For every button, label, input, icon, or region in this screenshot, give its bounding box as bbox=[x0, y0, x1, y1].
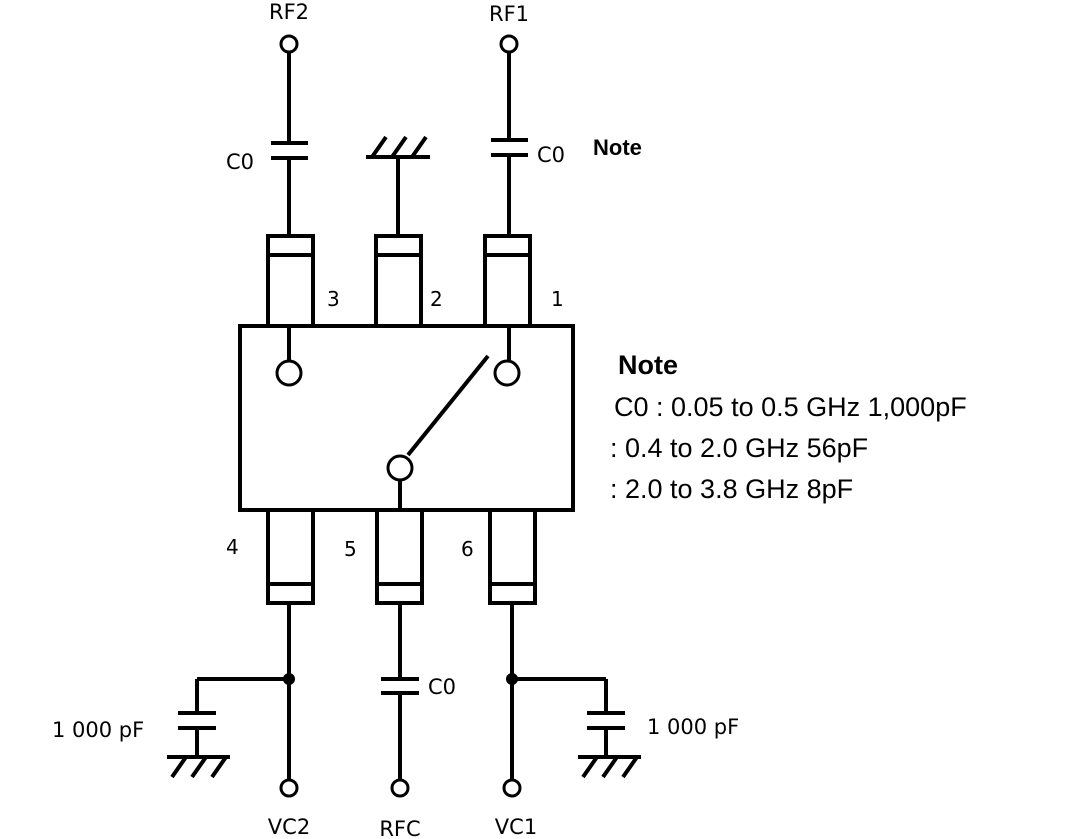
label-c0-rf1: C0 bbox=[537, 143, 565, 167]
switch-contact-rf1 bbox=[493, 359, 521, 387]
terminal-vc1-node bbox=[502, 778, 522, 798]
terminal-rf2-node bbox=[279, 34, 299, 54]
rfc-line: C0 RFC bbox=[379, 603, 456, 839]
switch-common-contact bbox=[386, 454, 414, 482]
switch-arm bbox=[406, 354, 490, 457]
label-c0-rf2: C0 bbox=[226, 150, 254, 174]
switch-contact-rf2 bbox=[275, 359, 303, 387]
pin-label-4: 4 bbox=[226, 535, 239, 559]
pin-3: 3 bbox=[266, 234, 340, 328]
note-line-1: C0 : 0.05 to 0.5 GHz 1,000pF bbox=[614, 392, 967, 422]
pin-label-5: 5 bbox=[344, 537, 357, 561]
terminal-rf1: RF1 bbox=[489, 2, 529, 54]
terminal-vc2-node bbox=[279, 778, 299, 798]
terminal-rf1-node bbox=[499, 34, 519, 54]
pin-2: 2 bbox=[374, 234, 443, 328]
vc1-line: 1 000 pF VC1 bbox=[495, 603, 739, 839]
pin-5: 5 bbox=[344, 508, 424, 605]
pin-label-1: 1 bbox=[551, 287, 564, 311]
label-vc1: VC1 bbox=[495, 815, 537, 839]
vc2-line: 1 000 pF VC2 bbox=[52, 603, 310, 839]
label-c0-rfc: C0 bbox=[428, 675, 456, 699]
pin-label-3: 3 bbox=[327, 287, 340, 311]
label-rf2: RF2 bbox=[269, 0, 309, 24]
note-line-2: : 0.4 to 2.0 GHz 56pF bbox=[610, 433, 868, 463]
rf1-line: C0 Note bbox=[491, 52, 642, 236]
pin-label-6: 6 bbox=[461, 537, 474, 561]
terminal-rfc-node bbox=[390, 778, 410, 798]
label-rfc: RFC bbox=[379, 817, 420, 839]
ground-pin2 bbox=[366, 135, 430, 236]
terminal-rf2: RF2 bbox=[269, 0, 309, 54]
ic-body bbox=[238, 324, 575, 512]
note-tag: Note bbox=[593, 135, 642, 160]
pin-1: 1 bbox=[483, 234, 564, 328]
note-line-3: : 2.0 to 3.8 GHz 8pF bbox=[610, 474, 853, 504]
rf2-line: C0 bbox=[226, 52, 308, 236]
note-block: Note C0 : 0.05 to 0.5 GHz 1,000pF : 0.4 … bbox=[610, 350, 967, 504]
label-cap-left: 1 000 pF bbox=[52, 718, 144, 742]
pin-label-2: 2 bbox=[430, 287, 443, 311]
pin-4: 4 bbox=[226, 508, 315, 605]
label-rf1: RF1 bbox=[489, 2, 529, 26]
pin-6: 6 bbox=[461, 508, 537, 605]
note-title: Note bbox=[618, 350, 678, 380]
label-vc2: VC2 bbox=[268, 815, 310, 839]
label-cap-right: 1 000 pF bbox=[647, 715, 739, 739]
